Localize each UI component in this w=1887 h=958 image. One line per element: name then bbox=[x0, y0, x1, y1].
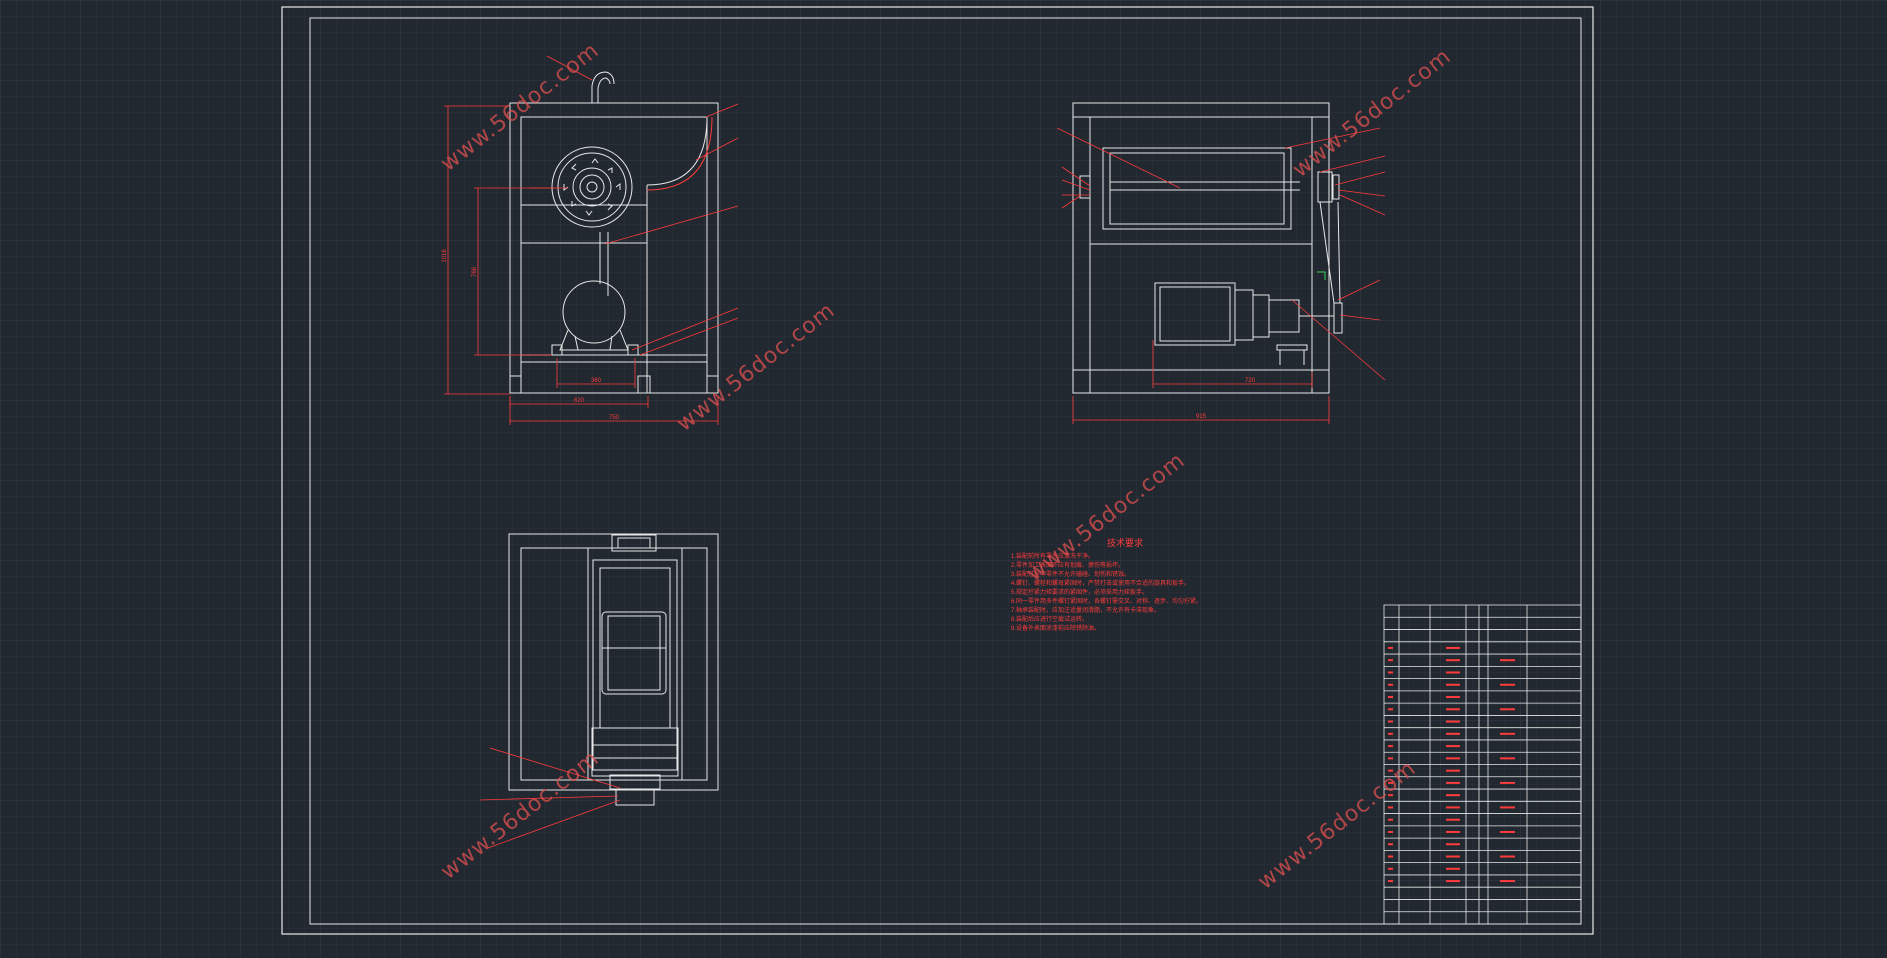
notes-line: 5.规定拧紧力矩要求的紧固件，必须采用力矩扳手。 bbox=[1011, 588, 1148, 596]
top-view bbox=[508, 533, 719, 806]
dim-base-width: 620 bbox=[574, 398, 585, 404]
notes-line: 1.装配前所有零件应清洗干净。 bbox=[1011, 552, 1094, 560]
dim-inner-height: 766 bbox=[472, 266, 478, 277]
notes-line: 2.零件加工表面不应有划痕、擦伤等损坏。 bbox=[1011, 561, 1124, 569]
title-block bbox=[1383, 604, 1582, 925]
dim-motor-span: 720 bbox=[1245, 378, 1256, 384]
front-view-dim-labels: 1016 766 360 620 750 bbox=[442, 249, 620, 421]
notes-line: 7.轴承装配时，应加注适量润滑脂，不允许有卡滞现象。 bbox=[1011, 606, 1160, 614]
front-view-dimensions bbox=[444, 55, 739, 425]
drawing-frame bbox=[281, 6, 1594, 935]
notes-line: 3.装配过程中零件不允许磕碰、划伤和锈蚀。 bbox=[1011, 570, 1130, 578]
notes-line: 4.螺钉、螺栓和螺母紧固时，严禁打击或使用不合适的旋具和扳手。 bbox=[1011, 579, 1190, 587]
notes-line: 9.设备外表面涂漆前应除锈除油。 bbox=[1011, 624, 1100, 632]
side-view bbox=[1072, 102, 1343, 394]
front-view bbox=[509, 71, 719, 394]
notes-title: 技术要求 bbox=[1107, 537, 1143, 548]
side-view-dim-labels: 720 915 bbox=[1196, 378, 1256, 420]
top-view-leaders bbox=[479, 747, 621, 849]
dim-overall-height: 1016 bbox=[442, 249, 448, 263]
side-view-dimensions bbox=[1056, 127, 1386, 424]
notes-line: 6.同一零件用多件螺钉紧固时，各螺钉需交叉、对称、逐步、均匀拧紧。 bbox=[1011, 597, 1202, 605]
technical-notes: 技术要求 1.装配前所有零件应清洗干净。 2.零件加工表面不应有划痕、擦伤等损坏… bbox=[1011, 537, 1202, 632]
dim-side-overall-width: 915 bbox=[1196, 414, 1207, 420]
dim-overall-width: 750 bbox=[609, 415, 620, 421]
notes-line: 8.装配后应进行空载试运转。 bbox=[1011, 615, 1088, 623]
dim-bottom-inner: 360 bbox=[591, 378, 602, 384]
